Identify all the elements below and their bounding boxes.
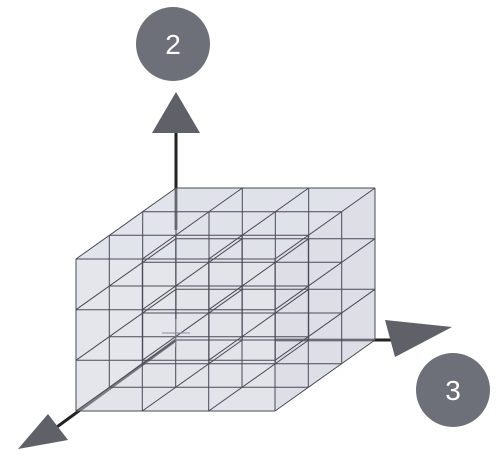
grid-line-38	[142, 238, 243, 311]
grid-line-39	[142, 187, 243, 260]
center-crosshair	[162, 319, 190, 347]
cube-grid-lines	[75, 187, 376, 412]
axis-label-2: 2	[136, 7, 210, 81]
cube-top-face	[76, 188, 375, 259]
grid-line-33	[75, 288, 177, 361]
grid-line-36	[142, 339, 243, 412]
grid-line-34	[75, 238, 177, 311]
grid-line-40	[208, 339, 309, 412]
axis-label-3-text: 3	[445, 375, 461, 406]
grid-line-43	[208, 187, 309, 260]
axis-label-2-text: 2	[165, 29, 181, 60]
grid-line-44	[274, 339, 376, 412]
right-axis-arrowhead	[385, 320, 452, 357]
grid-line-41	[208, 288, 309, 361]
vertical-axis-arrowhead	[152, 92, 200, 133]
grid-line-32	[75, 339, 177, 412]
grid-line-42	[208, 238, 309, 311]
axis-label-3: 3	[416, 353, 490, 427]
cube-left-face	[76, 188, 176, 411]
grid-line-47	[274, 187, 376, 260]
left-axis-arrowhead	[18, 414, 68, 449]
cube	[75, 187, 376, 412]
axis-label-3-badge	[416, 353, 490, 427]
grid-line-46	[274, 238, 376, 311]
grid-line-45	[274, 288, 376, 361]
grid-line-35	[75, 187, 177, 260]
axis-label-2-badge	[136, 7, 210, 81]
grid-line-37	[142, 288, 243, 361]
cube-right-face	[275, 188, 375, 411]
